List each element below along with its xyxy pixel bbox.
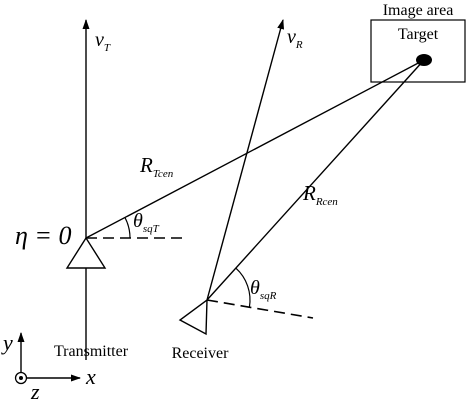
receiver-range-line <box>206 59 425 301</box>
coordinate-z-label: z <box>30 379 40 401</box>
transmitter-angle-arc <box>124 217 131 239</box>
receiver-antenna-icon <box>178 298 208 336</box>
image-area-box <box>370 19 466 83</box>
transmitter-label: Transmitter <box>54 343 129 360</box>
receiver-angle-arc <box>235 267 251 308</box>
receiver-reference-dashed-line <box>206 299 314 319</box>
transmitter-antenna-icon <box>65 236 107 269</box>
receiver-range-label: RRcen <box>302 181 338 208</box>
receiver-velocity-axis <box>206 19 285 301</box>
coordinate-y-label: y <box>1 330 13 355</box>
target-label: Target <box>398 26 439 43</box>
transmitter-velocity-label: vT <box>95 29 111 54</box>
coordinate-z-axis-dot <box>19 376 23 380</box>
transmitter-range-label: RTcen <box>139 153 174 180</box>
receiver-label: Receiver <box>172 345 230 362</box>
transmitter-range-line <box>85 59 425 239</box>
eta-zero-label: η = 0 <box>15 221 71 250</box>
image-area-title: Image area <box>383 2 454 19</box>
transmitter-angle-label: θsqT <box>133 210 160 235</box>
receiver-angle-label: θsqR <box>250 277 277 302</box>
receiver-velocity-label: vR <box>287 26 303 51</box>
coordinate-x-label: x <box>85 364 96 389</box>
